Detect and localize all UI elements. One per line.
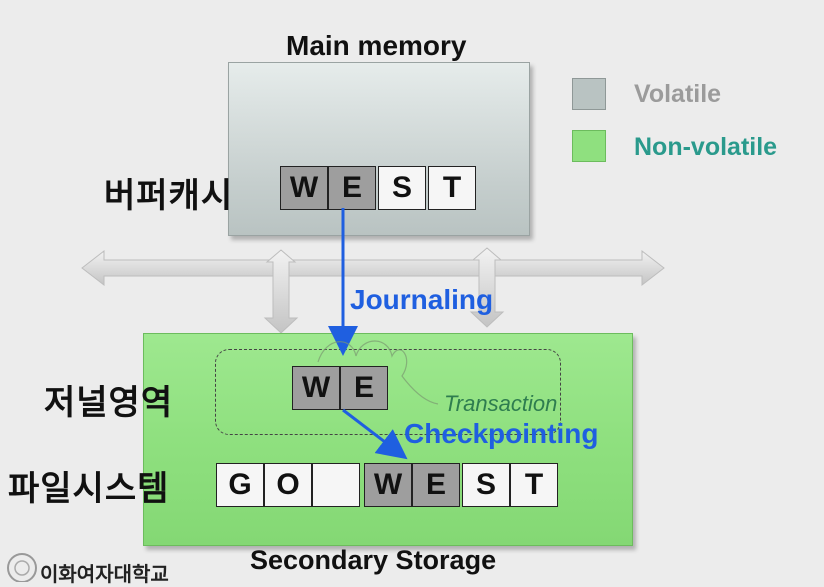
journal-cell: E	[340, 366, 388, 410]
fs-cell	[312, 463, 360, 507]
journal-area-label: 저널영역	[44, 384, 174, 422]
file-system-cells: G O W E S T	[216, 463, 560, 507]
buffer-cache-cells: W E S T	[280, 166, 476, 210]
fs-cell: E	[412, 463, 460, 507]
legend-nonvolatile-label: Non-volatile	[634, 133, 778, 161]
university-logo: 이화여자대학교	[4, 550, 224, 586]
fs-cell: W	[364, 463, 412, 507]
legend-nonvolatile-swatch	[572, 130, 606, 162]
main-memory-title: Main memory	[286, 30, 467, 61]
fs-cell: T	[510, 463, 558, 507]
buffer-cache-label: 버퍼캐시	[104, 177, 234, 215]
bus-vertical-arrow-left	[263, 249, 299, 334]
journaling-label: Journaling	[350, 284, 494, 315]
checkpointing-label: Checkpointing	[404, 418, 599, 449]
journal-cells: W E	[292, 366, 390, 410]
university-name: 이화여자대학교	[40, 564, 169, 586]
bus-vertical-arrow-right	[469, 247, 505, 328]
bus-horizontal-arrow	[81, 249, 665, 287]
fs-cell: G	[216, 463, 264, 507]
file-system-label: 파일시스템	[8, 470, 170, 508]
legend-volatile-swatch	[572, 78, 606, 110]
secondary-storage-title: Secondary Storage	[250, 545, 497, 575]
buffer-cell: E	[328, 166, 376, 210]
buffer-cell: T	[428, 166, 476, 210]
legend-volatile-label: Volatile	[634, 80, 722, 108]
fs-cell: O	[264, 463, 312, 507]
buffer-cell: W	[280, 166, 328, 210]
buffer-cell: S	[378, 166, 426, 210]
transaction-label: Transaction	[444, 391, 558, 416]
journal-cell: W	[292, 366, 340, 410]
fs-cell: S	[462, 463, 510, 507]
university-seal-icon	[7, 553, 37, 582]
